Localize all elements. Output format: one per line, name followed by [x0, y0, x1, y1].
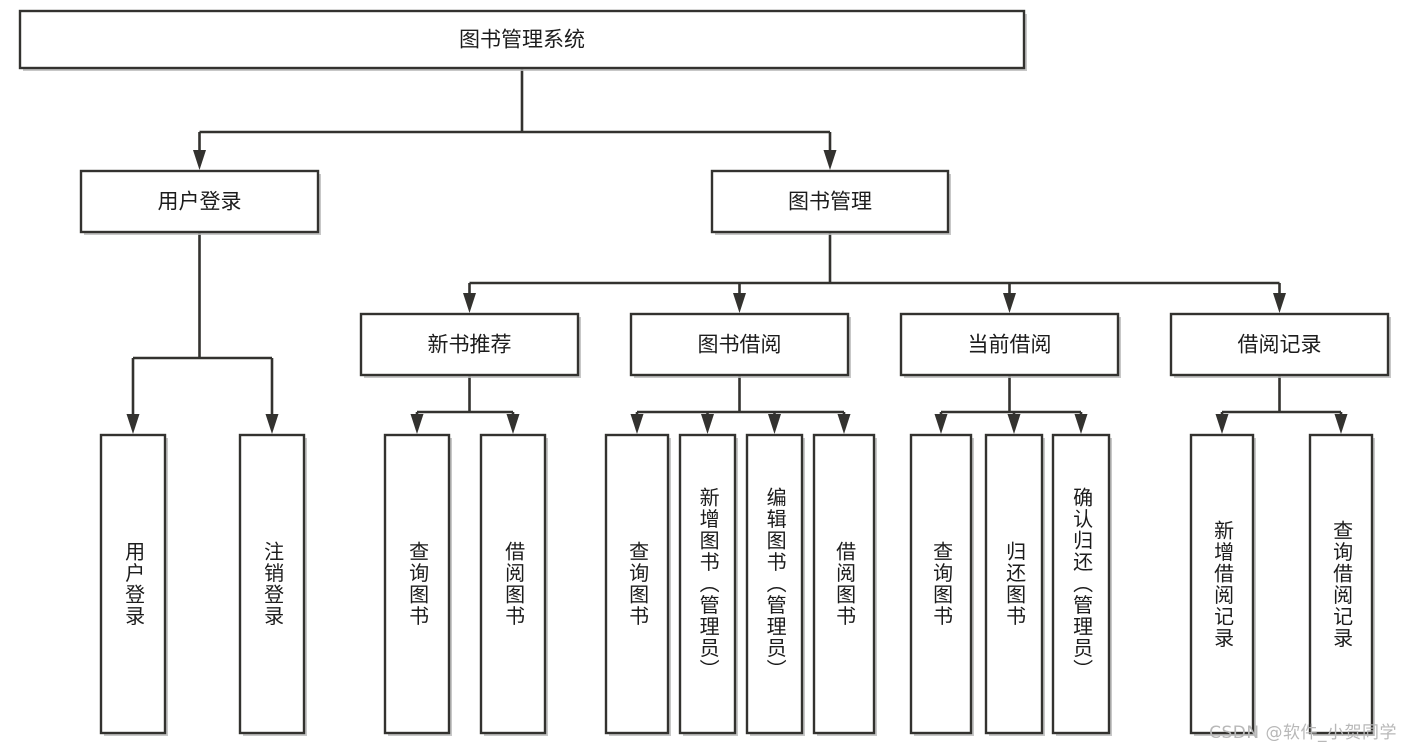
- arrow-head-icon: [193, 150, 206, 170]
- node-box-new-book-rec[interactable]: [359, 312, 580, 377]
- arrow-head-icon: [126, 414, 140, 434]
- node-box-leaf-borrow-book-2[interactable]: [812, 433, 876, 735]
- arrow-head-icon: [701, 414, 714, 434]
- arrow-head-icon: [1074, 414, 1088, 434]
- node-box-book-borrow[interactable]: [629, 312, 850, 377]
- node-box-current-borrow[interactable]: [899, 312, 1120, 377]
- node-box-leaf-query-book-2[interactable]: [604, 433, 670, 735]
- arrow-head-icon: [1003, 293, 1016, 313]
- arrow-head-icon: [1215, 414, 1229, 434]
- arrow-head-icon: [1007, 414, 1021, 434]
- arrow-head-icon: [630, 414, 644, 434]
- arrow-head-icon: [768, 414, 781, 434]
- arrow-head-icon: [410, 414, 424, 434]
- arrow-head-icon: [837, 414, 851, 434]
- node-box-leaf-query-book-1[interactable]: [383, 433, 451, 735]
- node-label-book-borrow: 图书借阅: [698, 333, 782, 357]
- node-box-leaf-add-record[interactable]: [1189, 433, 1255, 735]
- node-box-leaf-edit-book[interactable]: [745, 433, 804, 735]
- node-box-user-login[interactable]: [79, 169, 320, 234]
- node-box-leaf-borrow-book-1[interactable]: [479, 433, 547, 735]
- node-label-root: 图书管理系统: [459, 28, 585, 52]
- node-label-current-borrow: 当前借阅: [968, 333, 1052, 357]
- arrow-head-icon: [823, 150, 837, 170]
- node-box-leaf-query-book-3[interactable]: [909, 433, 973, 735]
- node-label-new-book-rec: 新书推荐: [428, 333, 512, 357]
- node-box-book-manage[interactable]: [710, 169, 950, 234]
- node-box-borrow-record[interactable]: [1169, 312, 1390, 377]
- arrow-head-icon: [1334, 414, 1348, 434]
- node-box-leaf-query-record[interactable]: [1308, 433, 1374, 735]
- connector-layer: [126, 68, 1348, 434]
- node-box-leaf-confirm-return[interactable]: [1051, 433, 1111, 735]
- node-box-leaf-user-login[interactable]: [99, 433, 167, 735]
- arrow-head-icon: [733, 293, 746, 313]
- arrow-head-icon: [265, 414, 279, 434]
- node-box-leaf-return-book[interactable]: [984, 433, 1044, 735]
- watermark-text: CSDN @软件_小贺同学: [1209, 723, 1397, 743]
- node-box-root[interactable]: [18, 9, 1026, 70]
- arrow-head-icon: [506, 414, 520, 434]
- node-label-borrow-record: 借阅记录: [1238, 333, 1322, 357]
- node-box-leaf-user-logout[interactable]: [238, 433, 306, 735]
- node-label-user-login: 用户登录: [158, 190, 242, 214]
- node-layer: [18, 9, 1391, 736]
- arrow-head-icon: [934, 414, 948, 434]
- arrow-head-icon: [1273, 293, 1286, 313]
- node-box-leaf-add-book[interactable]: [678, 433, 737, 735]
- arrow-head-icon: [463, 293, 476, 313]
- node-label-book-manage: 图书管理: [788, 190, 872, 214]
